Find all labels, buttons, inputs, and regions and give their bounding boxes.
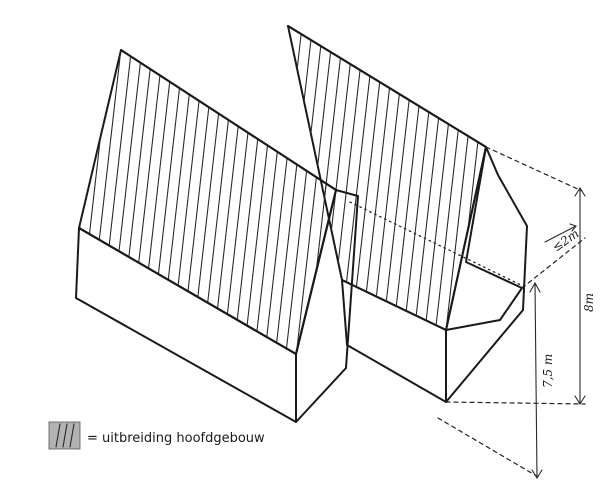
roof-hatch-line xyxy=(112,50,170,354)
roof-hatch-line xyxy=(175,50,233,354)
extension-building xyxy=(75,49,359,423)
dimension-lines xyxy=(349,146,586,480)
roof-hatch-line xyxy=(81,50,138,354)
roof-hatch-line xyxy=(123,50,180,354)
roof-hatch-line xyxy=(228,50,285,354)
roof-hatch-line xyxy=(459,26,486,330)
roof-hatch-line xyxy=(102,50,159,354)
roof-hatch-line xyxy=(469,26,486,330)
dimension-label-small: ≤2m xyxy=(550,226,582,254)
roof-hatch-line xyxy=(438,26,486,330)
roof-hatch-line xyxy=(480,26,486,330)
roof-hatch-line xyxy=(133,50,191,354)
extension-roof xyxy=(78,49,337,355)
roof-hatch-line xyxy=(196,50,254,354)
main-building xyxy=(287,0,547,485)
roof-hatch-line xyxy=(448,26,486,330)
extension-roof-hatching xyxy=(79,50,336,354)
roof-hatch-line xyxy=(79,50,128,354)
roof-hatch-line xyxy=(79,50,96,354)
roof-hatch-line xyxy=(301,26,359,330)
roof-hatch-line xyxy=(79,50,117,354)
main-building-gable-wall xyxy=(445,146,528,403)
extension-side-wall xyxy=(75,227,297,423)
roof-hatch-line xyxy=(288,26,317,330)
roof-hatch-line xyxy=(144,50,201,354)
roof-hatch-line xyxy=(343,26,401,330)
roof-hatch-line xyxy=(186,50,243,354)
dimension-label-wall: 7,5 m xyxy=(541,354,555,388)
roof-hatch-line xyxy=(322,26,380,330)
main-building-side-wall xyxy=(341,279,447,403)
roof-hatch-line xyxy=(492,0,547,485)
roof-hatch-line xyxy=(91,50,149,354)
roof-hatch-line xyxy=(406,26,464,330)
roof-hatch-line xyxy=(312,26,369,330)
roof-hatch-line xyxy=(291,50,336,354)
roof-hatch-line xyxy=(385,26,443,330)
roof-hatch-line xyxy=(364,26,422,330)
roof-hatch-line xyxy=(154,50,212,354)
legend: = uitbreiding hoofdgebouw xyxy=(48,421,265,450)
legend-label: = uitbreiding hoofdgebouw xyxy=(87,431,265,446)
roof-hatch-line xyxy=(238,50,296,354)
roof-hatch-line xyxy=(165,50,222,354)
roof-hatch-line xyxy=(217,50,275,354)
dimension-label-total: 8m xyxy=(582,293,596,312)
roof-hatch-line xyxy=(207,50,264,354)
roof-hatch-line xyxy=(427,26,485,330)
roof-hatch-line xyxy=(375,26,432,330)
roof-hatch-line xyxy=(333,26,390,330)
roof-hatch-line xyxy=(396,26,453,330)
